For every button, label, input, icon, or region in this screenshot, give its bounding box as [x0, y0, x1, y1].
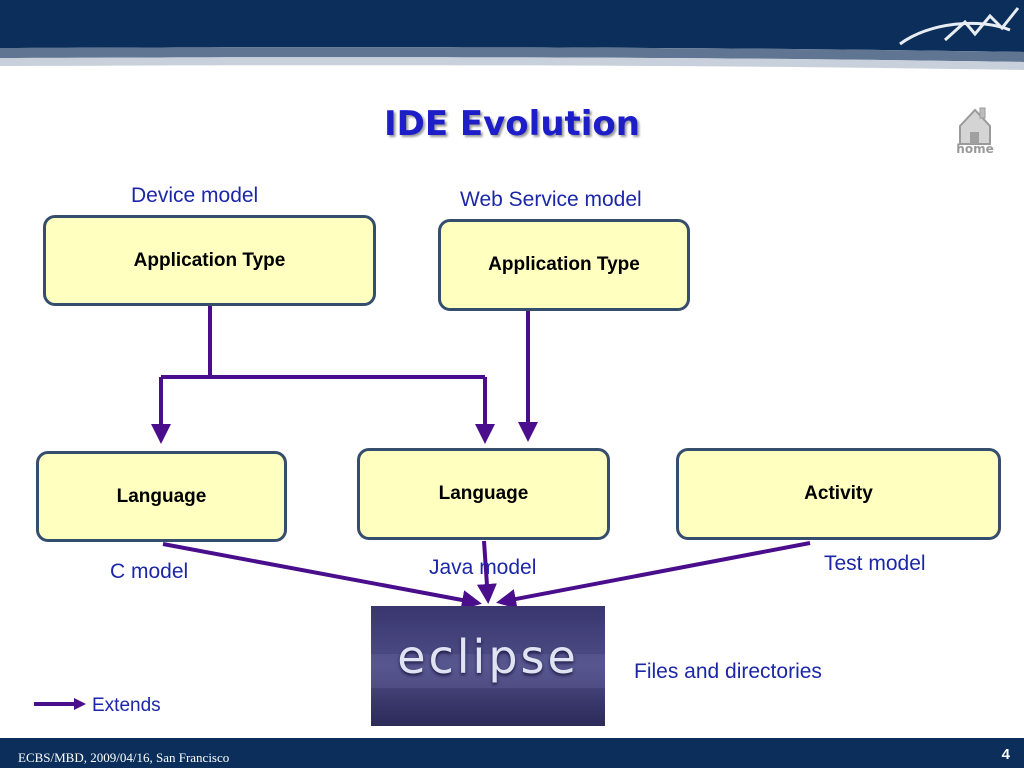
legend-arrow-icon	[34, 698, 86, 710]
caption-c-model: C model	[110, 560, 189, 583]
header-bar	[0, 0, 1024, 70]
page-title: IDE Evolution	[383, 104, 640, 144]
caption-test-model: Test model	[824, 552, 926, 575]
caption-files-and-directories: Files and directories	[634, 660, 822, 683]
box-application-type-device: Application Type	[43, 215, 376, 306]
caption-java-model: Java model	[429, 556, 537, 579]
eclipse-wordmark: eclipse	[397, 630, 579, 684]
home-link[interactable]: home	[956, 142, 994, 156]
box-language-c: Language	[36, 451, 287, 542]
mountain-logo-icon	[899, 7, 1020, 46]
eclipse-logo	[371, 606, 605, 726]
home-icon[interactable]	[950, 100, 1000, 158]
connector-java-to-eclipse	[476, 540, 497, 604]
connector-c-to-eclipse	[162, 542, 482, 610]
connector-test-to-eclipse	[496, 541, 811, 609]
page-number: 4	[1001, 746, 1010, 763]
box-language-java: Language	[357, 448, 610, 540]
legend-label: Extends	[92, 695, 161, 716]
box-application-type-web: Application Type	[438, 219, 690, 311]
footer-bar: ECBS/MBD, 2009/04/16, San Francisco 4	[0, 738, 1024, 768]
caption-device-model: Device model	[131, 184, 259, 207]
footer-text: ECBS/MBD, 2009/04/16, San Francisco	[18, 750, 230, 765]
box-activity: Activity	[676, 448, 1001, 540]
caption-web-service-model: Web Service model	[460, 188, 642, 211]
